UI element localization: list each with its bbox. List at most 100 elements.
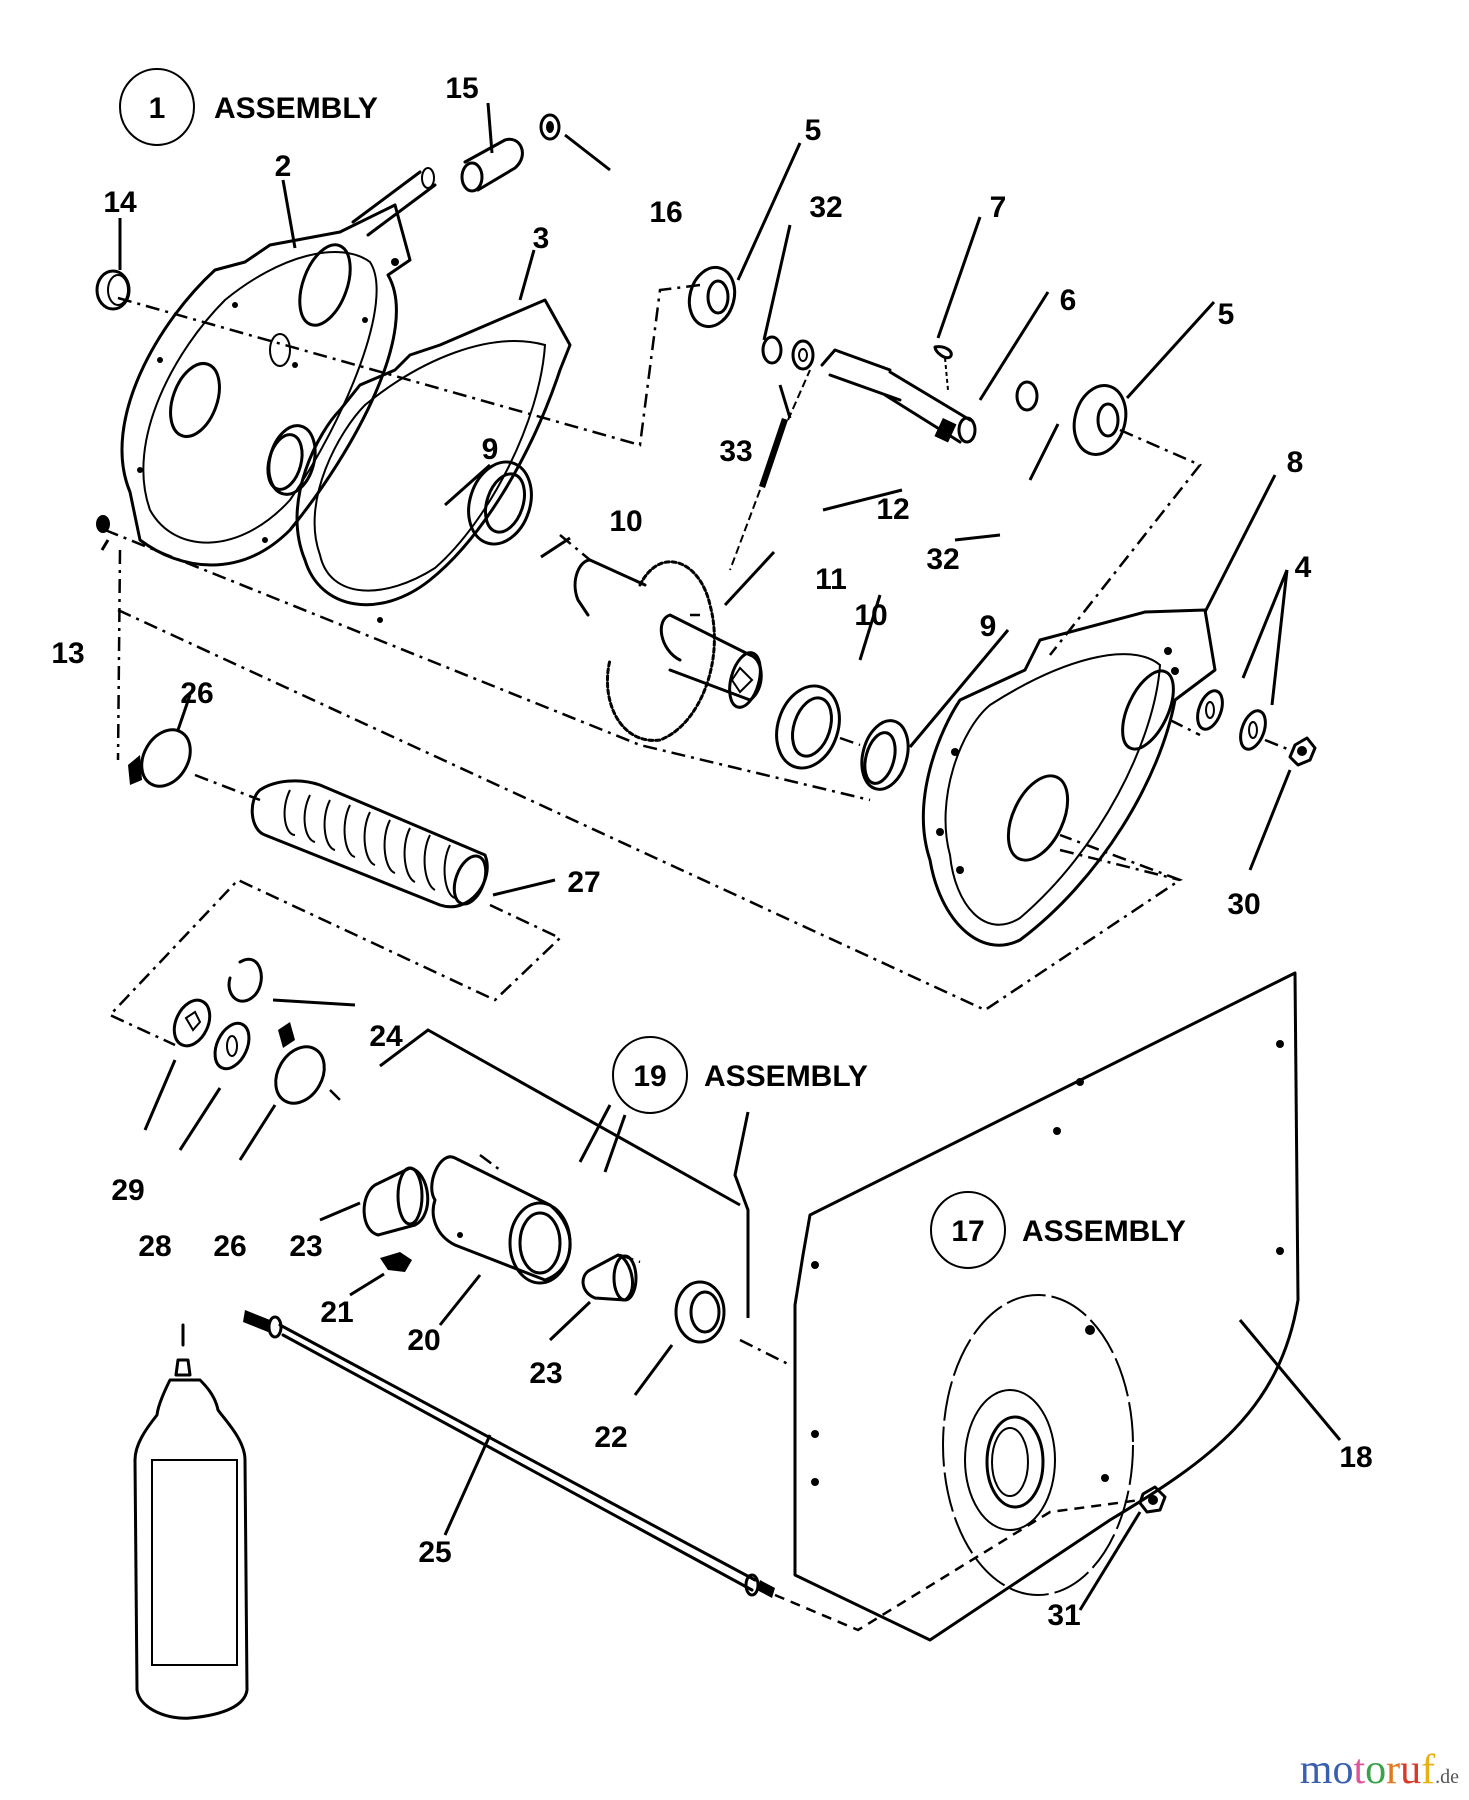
assembly-1-label: 1 ASSEMBLY [119, 68, 378, 146]
assembly-19-label: 19 ASSEMBLY [612, 1036, 868, 1114]
callout-23b: 23 [529, 1357, 562, 1390]
part-22-seal [674, 1280, 726, 1344]
part-4-washers [1196, 689, 1267, 751]
part-24-clip [227, 957, 263, 1003]
part-23-bushing-left [362, 1166, 430, 1237]
callout-labels: 15 16 2 14 3 5 32 7 6 5 33 9 10 12 32 8 … [51, 72, 1372, 1632]
callout-18: 18 [1339, 1441, 1372, 1474]
callout-27: 27 [567, 866, 600, 899]
callout-5a: 5 [805, 114, 822, 147]
callout-29: 29 [111, 1174, 144, 1207]
part-32-washer-upper [761, 335, 783, 365]
part-5-bearing-lower [1072, 384, 1128, 456]
callout-3: 3 [533, 222, 550, 255]
part-27-boot [250, 779, 489, 909]
callout-15: 15 [445, 72, 478, 105]
callout-22: 22 [594, 1421, 627, 1454]
part-26-clamp-upper [128, 728, 192, 788]
watermark-letter: o [1332, 1747, 1354, 1793]
part-26-clamp-lower [274, 1022, 326, 1105]
callout-10b: 10 [854, 599, 887, 632]
callout-26a: 26 [180, 677, 213, 710]
part-6-shaft [820, 348, 977, 444]
callout-26b: 26 [213, 1230, 246, 1263]
assembly-19-number: 19 [633, 1060, 666, 1093]
callout-7: 7 [990, 191, 1007, 224]
assembly-1-number: 1 [149, 92, 166, 125]
watermark-letter: f [1421, 1747, 1436, 1793]
callout-23a: 23 [289, 1230, 322, 1263]
assembly-19-leaders [578, 1104, 627, 1173]
part-17-plate [793, 971, 1300, 1642]
callout-12: 12 [876, 493, 909, 526]
part-9-needle-bearing-right [860, 719, 910, 791]
callout-10a: 10 [609, 505, 642, 538]
lubricant-bottle [133, 1323, 249, 1720]
part-11-gear [573, 558, 763, 742]
watermark-letter: t [1353, 1747, 1366, 1793]
motoruf-watermark: motoruf.de [1300, 1746, 1459, 1794]
callout-32b: 32 [926, 543, 959, 576]
part-5-bearing-upper [687, 265, 737, 329]
callout-11: 11 [815, 563, 847, 596]
part-2-case-half [120, 167, 437, 567]
callout-20: 20 [407, 1324, 440, 1357]
callout-9a: 9 [482, 433, 499, 466]
part-25-rod [243, 1310, 775, 1598]
callout-32a: 32 [809, 191, 842, 224]
assembly-19-circle [612, 1036, 688, 1114]
watermark-letter: o [1365, 1747, 1387, 1793]
part-14-cap [95, 269, 131, 311]
callout-30: 30 [1227, 888, 1260, 921]
part-31-nut [1138, 1485, 1167, 1514]
part-10-seal-left [467, 460, 533, 546]
callout-14: 14 [103, 186, 137, 219]
assembly-17-number: 17 [951, 1215, 984, 1248]
part-32-washer-lower [1015, 380, 1039, 412]
assembly-19-bracket [379, 1028, 750, 1318]
assembly-guide-lines [104, 283, 1291, 1632]
part-10-seal-right [775, 684, 841, 770]
part-13-screw [96, 515, 110, 533]
watermark-letter: r [1386, 1747, 1401, 1793]
part-15-bushing [460, 137, 524, 193]
part-16-nut [539, 113, 561, 141]
callout-9b: 9 [980, 610, 997, 643]
callout-13: 13 [51, 637, 84, 670]
callout-16: 16 [649, 196, 682, 229]
part-12-chain [729, 369, 811, 571]
callout-31: 31 [1047, 1599, 1080, 1632]
assembly-1-text: ASSEMBLY [214, 92, 378, 125]
callout-33: 33 [719, 435, 752, 468]
watermark-tld: .de [1435, 1766, 1459, 1788]
part-7-key [933, 345, 953, 391]
callout-25: 25 [418, 1536, 451, 1569]
callout-24: 24 [369, 1020, 403, 1053]
leader-lines [100, 102, 1342, 1611]
watermark-letter: m [1299, 1747, 1333, 1793]
part-9-needle-bearing-left [266, 424, 317, 496]
part-28-washer [213, 1021, 251, 1071]
part-23-bushing-right [581, 1253, 638, 1302]
callout-28: 28 [138, 1230, 171, 1263]
assembly-17-text: ASSEMBLY [1022, 1215, 1186, 1248]
assembly-19-text: ASSEMBLY [704, 1060, 868, 1093]
assembly-1-circle [119, 68, 195, 146]
callout-4: 4 [1295, 551, 1312, 584]
part-29-washer [172, 998, 212, 1048]
callout-21: 21 [320, 1296, 353, 1329]
part-8-case-half [921, 608, 1217, 947]
assembly-17-circle [930, 1191, 1006, 1269]
part-30-nut [1288, 736, 1317, 767]
watermark-letter: u [1400, 1747, 1422, 1793]
callout-5b: 5 [1218, 298, 1235, 331]
callout-8: 8 [1287, 446, 1304, 479]
part-21-grease-fitting [380, 1252, 412, 1272]
assembly-17-label: 17 ASSEMBLY [930, 1191, 1186, 1269]
part-20-housing [430, 1155, 572, 1285]
part-3-gasket [292, 298, 572, 623]
callout-6: 6 [1060, 284, 1077, 317]
part-33-washer [791, 339, 815, 371]
callout-2: 2 [275, 150, 292, 183]
